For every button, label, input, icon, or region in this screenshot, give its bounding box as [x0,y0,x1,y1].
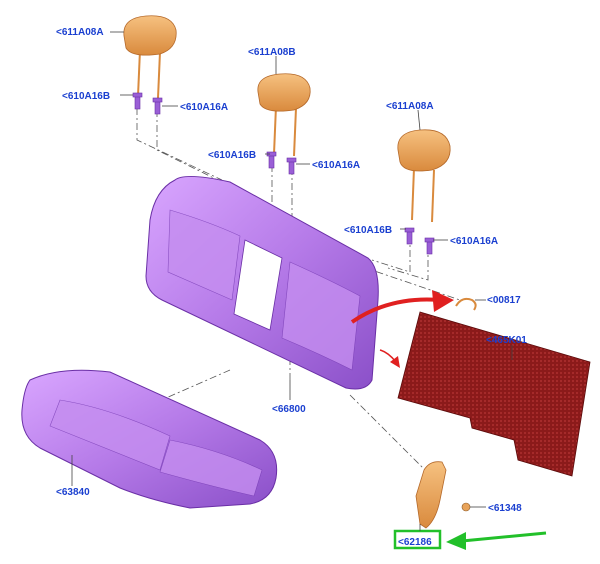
callout-guide-right-b: <610A16B [344,225,392,236]
screw-part [461,502,471,512]
clip-part [455,297,477,311]
callout-backrest: <66800 [272,404,306,415]
callout-headrest-right: <611A08A [386,101,434,112]
headrest-right [397,129,451,223]
callout-bolster: <62186 [398,537,432,548]
headrest-center [257,73,311,157]
callout-guide-right-a: <610A16A [450,236,498,247]
callout-cushion: <63840 [56,487,90,498]
headrest-left [123,15,177,99]
red-arrows [350,290,454,368]
callout-headrest-center: <611A08B [248,47,296,58]
seat-backrest [145,176,379,390]
callout-screw: <61348 [488,503,522,514]
headrest-guides [132,92,435,255]
side-bolster [415,461,447,529]
callout-clip: <00817 [487,295,521,306]
green-pointer-arrow [446,531,547,550]
callout-guide-left-a: <610A16A [180,102,228,113]
callout-pad: <465K01 [486,335,527,346]
leader-lines [71,31,513,531]
callout-guide-left-b: <610A16B [62,91,110,102]
callout-guide-center-b: <610A16B [208,150,256,161]
seat-cushion [21,369,278,509]
seat-pad [397,311,591,477]
highlight-box [393,529,442,550]
callout-guide-center-a: <610A16A [312,160,360,171]
callout-headrest-left: <611A08A [56,27,104,38]
